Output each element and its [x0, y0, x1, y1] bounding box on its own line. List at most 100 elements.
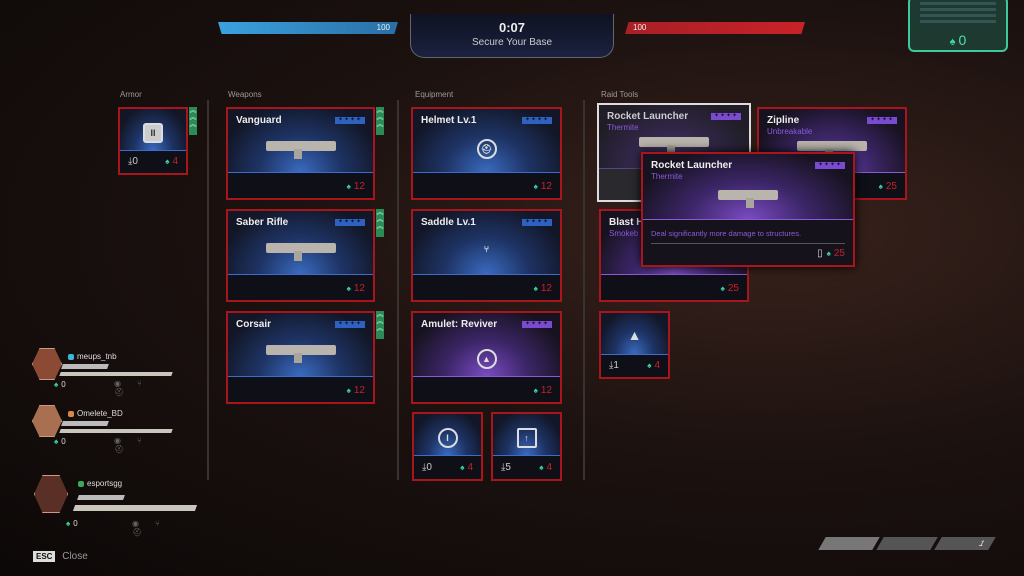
player-avatar [34, 475, 68, 513]
weapon-slot-3[interactable]: 1 [934, 537, 996, 550]
item-name: Blast H [609, 217, 644, 228]
gem-icon: ♠ [539, 463, 544, 472]
player-avatar [32, 405, 62, 437]
ammo-icon: ▯ [817, 248, 823, 259]
upgrade-chevron-icon: ︽︽︽ [376, 107, 384, 135]
gem-icon: ♠ [54, 437, 59, 446]
stock-count: 0 [426, 462, 432, 473]
player-color-icon [68, 410, 74, 417]
stock-icon: ⤓ [422, 462, 427, 473]
player-color-icon [68, 353, 74, 360]
team-right-health-bar: 100 [625, 22, 805, 34]
weapon-card-saber-rifle[interactable]: Saber Rifle ✦✦✦✦ ♠12 [226, 209, 375, 302]
item-name: Saddle Lv.1 [421, 217, 476, 228]
gem-icon: ♠ [533, 182, 538, 191]
gem-icon: ♠ [878, 182, 883, 191]
rarity-stars: ✦✦✦✦ [815, 162, 845, 169]
weapon-slot-1[interactable] [818, 537, 880, 550]
price: 12 [540, 385, 552, 396]
slot-count: 1 [976, 539, 987, 548]
armor-shield-icon: II [143, 123, 163, 143]
rocket-icon: ▲ [627, 327, 642, 343]
gem-icon: ♠ [949, 36, 956, 48]
coin-icon: I [437, 428, 458, 448]
equipment-small-card-coin[interactable]: I ⤓0 ♠4 [412, 412, 483, 481]
rocket-launcher-icon [718, 190, 778, 208]
rarity-stars: ✦✦✦✦ [522, 117, 552, 124]
stock-count: 0 [132, 156, 138, 167]
price: 25 [833, 248, 845, 259]
amulet-icon: ▲ [476, 349, 497, 369]
rifle-icon [265, 243, 336, 261]
stock-icon: ⤓ [128, 156, 133, 167]
health-bar [72, 505, 198, 511]
armor-card[interactable]: II ⤓0 ♠4 [118, 107, 188, 175]
item-subtitle: Thermite [607, 123, 639, 132]
gem-icon: ♠ [346, 182, 351, 191]
section-weapons: Weapons [228, 90, 262, 99]
player-name: Omelete_BD [77, 409, 123, 418]
health-bar [59, 429, 173, 433]
tooltip-title: Rocket Launcher [651, 160, 733, 171]
player-name: meups_tnb [77, 352, 117, 361]
zipline-icon [797, 141, 867, 159]
shield-bar [61, 364, 109, 369]
gem-icon: ♠ [346, 386, 351, 395]
rarity-stars: ✦✦✦✦ [711, 113, 741, 120]
gem-icon: ♠ [460, 463, 465, 472]
weapon-slot-2[interactable] [876, 537, 938, 550]
currency-amount: 0 [958, 32, 967, 48]
upgrade-chevron-icon: ︽︽︽ [376, 311, 384, 339]
equipment-card-helmet[interactable]: Helmet Lv.1 ✦✦✦✦⛑ ♠12 [411, 107, 562, 200]
divider [397, 100, 399, 480]
section-armor: Armor [120, 90, 142, 99]
item-subtitle: Smokeb [609, 229, 639, 238]
weapon-card-vanguard[interactable]: Vanguard ✦✦✦✦ ♠12 [226, 107, 375, 200]
price: 12 [353, 283, 365, 294]
equipment-card-saddle[interactable]: Saddle Lv.1 ✦✦✦✦⑂ ♠12 [411, 209, 562, 302]
price: 4 [172, 156, 178, 167]
equipment-card-amulet-reviver[interactable]: Amulet: Reviver ✦✦✦✦▲ ♠12 [411, 311, 562, 404]
item-name: Amulet: Reviver [421, 319, 498, 330]
gem-icon: ♠ [533, 386, 538, 395]
price: 12 [540, 181, 552, 192]
item-name: Saber Rifle [236, 217, 289, 228]
price: 4 [546, 462, 552, 473]
upgrade-chevron-icon: ︽︽︽ [376, 209, 384, 237]
price: 4 [467, 462, 473, 473]
item-name: Zipline [767, 115, 800, 126]
price: 25 [885, 181, 897, 192]
health-bar [59, 372, 173, 376]
gem-icon: ♠ [826, 249, 831, 258]
item-name: Vanguard [236, 115, 282, 126]
price: 12 [540, 283, 552, 294]
item-name: Rocket Launcher [607, 111, 689, 122]
rarity-stars: ✦✦✦✦ [335, 219, 365, 226]
objective-panel: 0:07 Secure Your Base [410, 14, 614, 58]
tooltip-subtitle: Thermite [651, 172, 683, 181]
gem-icon: ♠ [720, 284, 725, 293]
divider [207, 100, 209, 480]
rifle-icon [265, 141, 336, 159]
raid-small-card-rocket[interactable]: ▲ ⤓1 ♠4 [599, 311, 670, 379]
team-left-hp: 100 [376, 23, 390, 32]
esc-key-icon: ESC [33, 551, 56, 562]
player-equipment-icons: ◉⑂⛑ [114, 379, 158, 397]
totem-icon: ↑ [516, 428, 537, 448]
player-name: esportsgg [87, 479, 123, 488]
stock-icon: ⤓ [501, 462, 506, 473]
equipment-small-card-totem[interactable]: ↑ ⤓5 ♠4 [491, 412, 562, 481]
gem-icon: ♠ [533, 284, 538, 293]
helmet-icon: ⛑ [476, 139, 497, 159]
upgrade-chevron-icon: ︽︽︽ [189, 107, 197, 135]
divider [583, 100, 585, 480]
section-equipment: Equipment [415, 90, 454, 99]
currency-panel: ♠0 [908, 0, 1008, 52]
weapon-card-corsair[interactable]: Corsair ✦✦✦✦ ♠12 [226, 311, 375, 404]
close-button[interactable]: ESC Close [33, 551, 88, 562]
player-gems: 0 [61, 437, 66, 446]
shield-bar [77, 495, 125, 500]
gem-icon: ♠ [346, 284, 351, 293]
team-right-hp: 100 [633, 23, 647, 32]
price: 25 [727, 283, 739, 294]
